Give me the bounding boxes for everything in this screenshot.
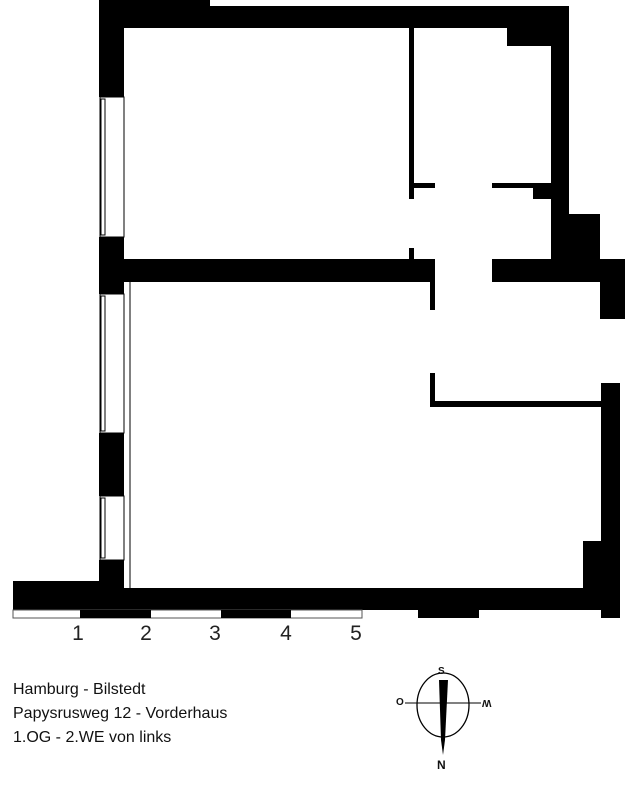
address-city: Hamburg - Bilstedt [13,681,146,698]
scale-bar [12,609,363,619]
scale-label: 3 [209,622,221,645]
compass-east: O [396,697,404,708]
compass-west: W [482,697,492,708]
address-unit: 1.OG - 2.WE von links [13,729,172,746]
compass-icon [405,672,481,755]
scale-label: 4 [280,622,292,645]
scale-label: 2 [140,622,152,645]
compass-north: N [437,758,446,772]
scale-label: 1 [72,622,84,645]
address-street: Papysrusweg 12 - Vorderhaus [13,705,228,722]
scale-label: 5 [350,622,362,645]
compass-south: S [438,666,445,677]
walls [13,0,625,618]
windows [99,96,125,561]
